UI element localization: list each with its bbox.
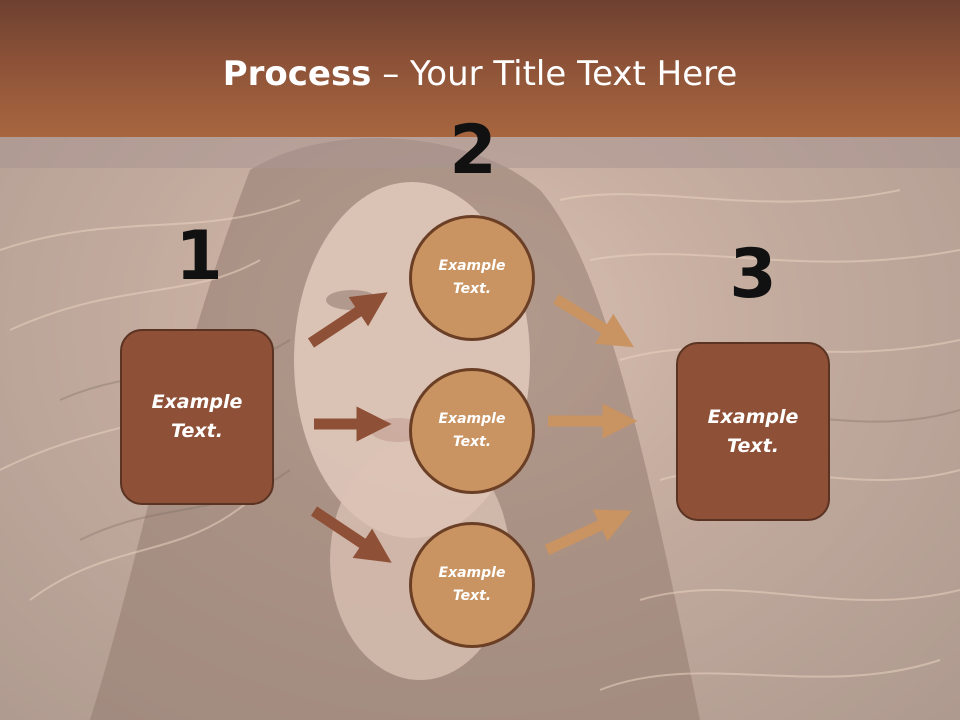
- step-1-text: Example Text.: [151, 391, 243, 442]
- header-lower-strip: [0, 137, 960, 168]
- circle-middle-text: Example Text.: [438, 411, 506, 450]
- title-bold: Process: [222, 54, 372, 94]
- step-number-3: 3: [729, 235, 777, 314]
- arrow-1-to-2c: [310, 506, 392, 563]
- step-3-text: Example Text.: [707, 405, 799, 457]
- step-2-circle-top[interactable]: Example Text.: [409, 215, 535, 341]
- circle-bottom-text: Example Text.: [438, 565, 506, 604]
- step-2-circle-middle[interactable]: Example Text.: [409, 368, 535, 494]
- step-number-2: 2: [449, 111, 497, 190]
- circle-top-text: Example Text.: [438, 258, 506, 297]
- step-3-box[interactable]: Example Text.: [676, 342, 830, 521]
- slide-title: Process – Your Title Text Here: [0, 52, 960, 96]
- step-2-circle-bottom[interactable]: Example Text.: [409, 522, 535, 648]
- arrow-2c-to-3: [544, 509, 632, 555]
- arrow-1-to-2a: [307, 292, 388, 348]
- step-number-1: 1: [175, 217, 223, 296]
- title-rest: – Your Title Text Here: [371, 54, 738, 94]
- step-1-box[interactable]: Example Text.: [120, 329, 274, 505]
- arrow-2a-to-3: [553, 294, 634, 348]
- header-band: [0, 0, 960, 137]
